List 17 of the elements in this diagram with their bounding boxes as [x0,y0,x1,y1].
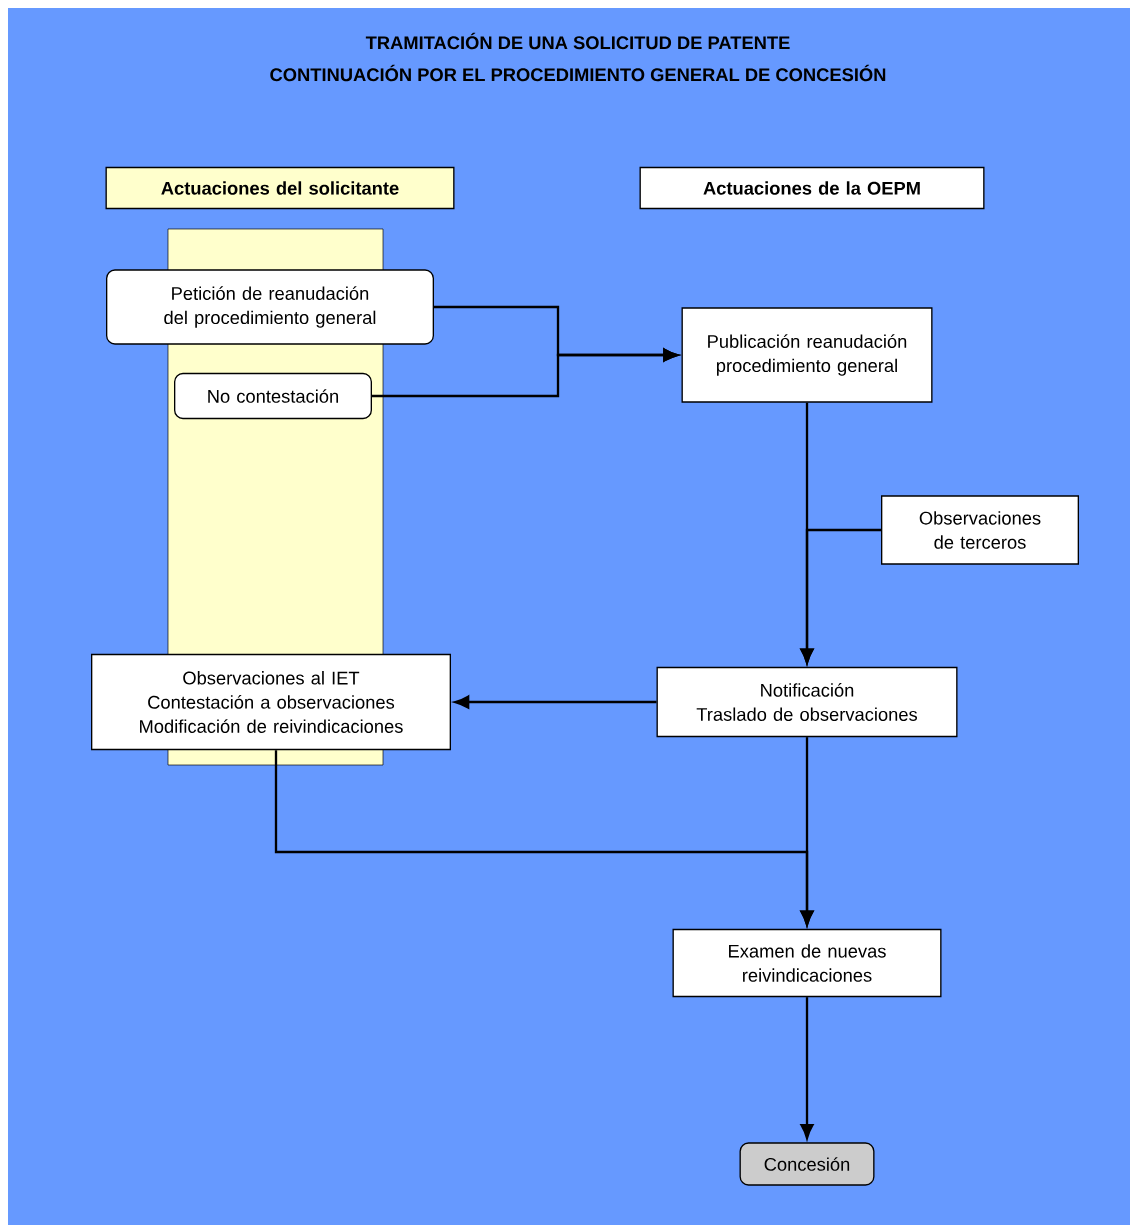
process-box: Observaciones de terceros [881,495,1079,565]
diagram-title: TRAMITACIÓN DE UNA SOLICITUD DE PATENTE [365,32,790,50]
process-box: No contestación [174,372,372,420]
process-box: Publicación reanudación procedimiento general [681,307,933,403]
process-box: Examen de nuevas reivindicaciones [672,928,942,998]
arrow [274,750,814,926]
title-text: CONTINUACIÓN POR EL PROCEDIMIENTO GENERAL DE CONCESIÓN [270,64,886,82]
arrow [372,348,679,398]
arrow [800,528,881,664]
terminal-box: Concesión [739,1142,875,1186]
lane-header: Actuaciones de la OEPM [639,166,985,210]
arrow [800,997,814,1140]
process-box: Petición de reanudación del procedimiento general [106,269,434,345]
arrow [454,695,657,709]
lane-header: Actuaciones del solicitante [105,166,455,210]
process-box: Notificación Traslado de observaciones [656,666,958,738]
process-box: Observaciones al IET Contestación a observaciones Modificación de reivindicaciones [91,653,451,751]
